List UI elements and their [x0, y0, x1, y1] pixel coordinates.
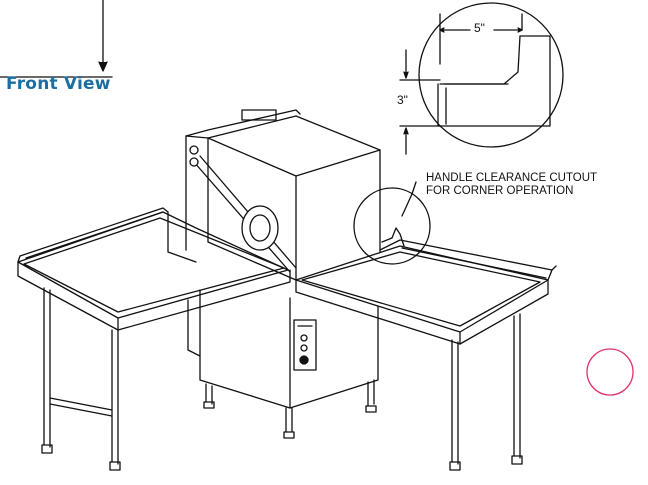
dishmachine-unit: [185, 109, 381, 439]
callout-leader: [401, 181, 417, 217]
right-dishtable: [295, 227, 557, 471]
left-dishtable: [17, 207, 291, 471]
note-line-1: HANDLE CLEARANCE CUTOUT: [426, 172, 598, 184]
previous-view-fragment: [0, 0, 113, 78]
view-title: Front View: [6, 74, 111, 94]
dimension-width-label: 5": [473, 21, 486, 35]
cutout-callout-circle: [353, 187, 431, 265]
marker-circle: [586, 348, 634, 396]
cutout-detail: [399, 2, 564, 155]
note-line-2: FOR CORNER OPERATION: [426, 185, 574, 197]
dimension-height-label: 3": [396, 93, 409, 107]
handle-clearance-note: HANDLE CLEARANCE CUTOUT FOR CORNER OPERA…: [426, 172, 597, 198]
